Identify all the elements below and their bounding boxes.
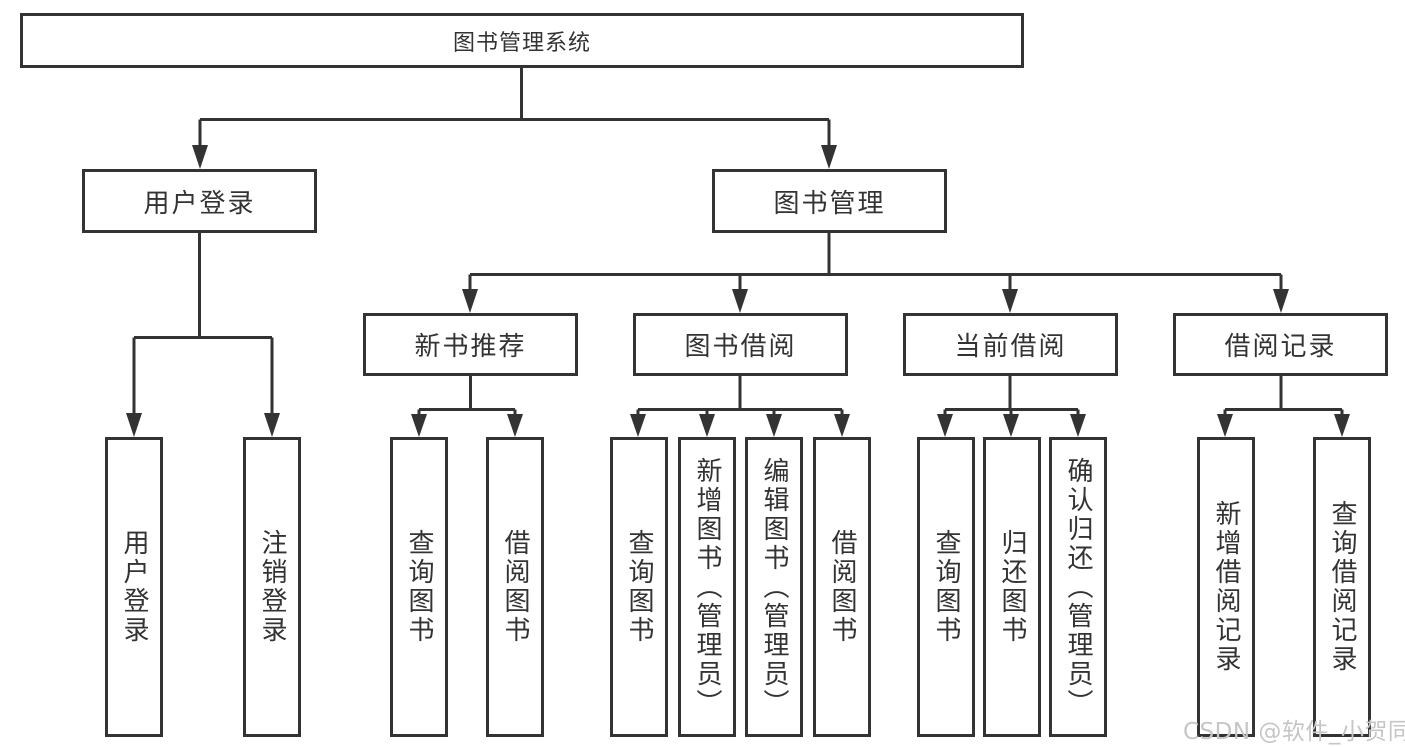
node-root: 图书管理系统 bbox=[20, 13, 1024, 68]
node-leaf-query-books-borrow: 查询图书 bbox=[610, 437, 668, 737]
node-leaf-edit-book-admin: 编辑图书（管理员） bbox=[745, 437, 803, 737]
csdn-watermark: CSDN @软件_小贺同学 bbox=[1183, 719, 1405, 745]
connector-current-borrow-to-children bbox=[937, 376, 1086, 437]
node-leaf-logout: 注销登录 bbox=[243, 437, 301, 737]
connector-root-to-level1 bbox=[192, 68, 837, 169]
node-leaf-borrow-books-newbook: 借阅图书 bbox=[486, 437, 544, 737]
node-leaf-confirm-return-admin: 确认归还（管理员） bbox=[1049, 437, 1107, 737]
node-borrow-records: 借阅记录 bbox=[1173, 313, 1388, 376]
connector-book-mgmt-to-level2 bbox=[462, 233, 1289, 313]
node-user-login: 用户登录 bbox=[82, 169, 317, 233]
node-leaf-query-books-current: 查询图书 bbox=[917, 437, 975, 737]
connector-new-book-to-children bbox=[411, 376, 523, 437]
node-leaf-return-books: 归还图书 bbox=[983, 437, 1041, 737]
node-leaf-borrow-books-borrow: 借阅图书 bbox=[813, 437, 871, 737]
node-leaf-add-borrow-record: 新增借阅记录 bbox=[1197, 437, 1255, 737]
node-book-mgmt: 图书管理 bbox=[712, 169, 947, 233]
node-leaf-user-login: 用户登录 bbox=[105, 437, 163, 737]
node-leaf-add-book-admin: 新增图书（管理员） bbox=[678, 437, 736, 737]
connector-user-login-to-children bbox=[126, 233, 280, 437]
node-new-book-recommend: 新书推荐 bbox=[363, 313, 578, 376]
node-current-borrow: 当前借阅 bbox=[903, 313, 1118, 376]
node-leaf-query-borrow-record: 查询借阅记录 bbox=[1313, 437, 1371, 737]
connector-book-borrow-to-children bbox=[630, 376, 850, 437]
node-leaf-query-books-newbook: 查询图书 bbox=[390, 437, 448, 737]
connector-borrow-record-to-children bbox=[1217, 376, 1350, 437]
node-book-borrow: 图书借阅 bbox=[633, 313, 848, 376]
